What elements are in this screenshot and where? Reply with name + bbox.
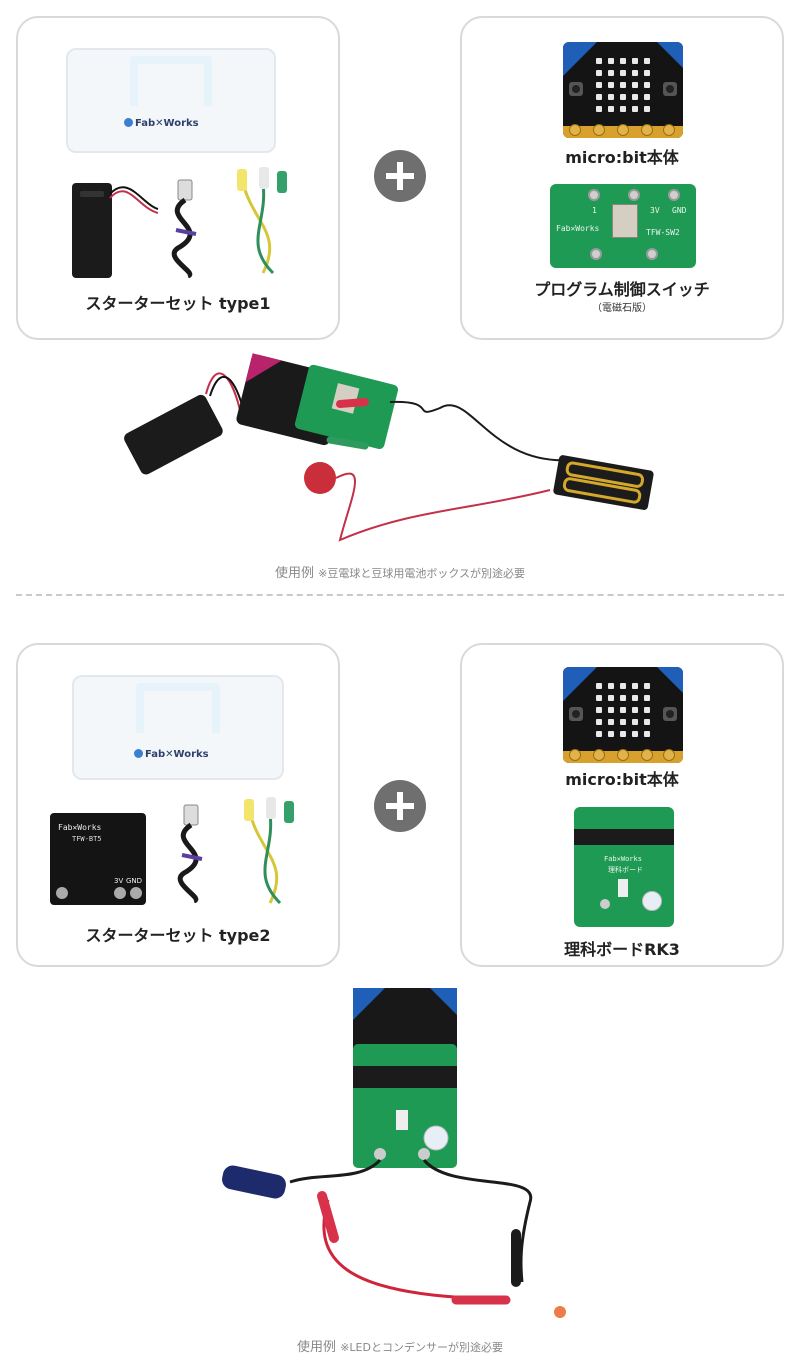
battery-box-image	[72, 183, 112, 278]
case-logo: Fab✕Works	[134, 749, 209, 760]
pin-1-label: 1	[592, 206, 597, 215]
led-matrix	[596, 683, 650, 737]
usage-example-2-image	[222, 988, 566, 1318]
pin-gnd-label: GND	[672, 206, 687, 215]
starter-set-type1-card: Fab✕Works スターターセット type1	[16, 16, 340, 340]
usb-cable-image	[177, 804, 203, 903]
starter-set-type2-card: Fab✕Works Fab✕Works TFW-BT5 3V GND スターター…	[16, 643, 340, 967]
caption-main: 使用例	[274, 566, 314, 581]
switch-label: プログラム制御スイッチ	[534, 280, 710, 299]
case-handle	[136, 683, 220, 733]
plus-icon	[374, 150, 426, 202]
starter-set-type2-label: スターターセット type2	[85, 926, 271, 945]
microbit-board-image	[563, 667, 683, 763]
section-divider	[16, 594, 784, 596]
switch-model: TFW-SW2	[646, 228, 680, 237]
switch-board-image: 1 3V GND Fab✕Works TFW-SW2	[550, 184, 696, 268]
switch-sublabel: （電磁石版）	[592, 303, 652, 314]
bt5-model: TFW-BT5	[72, 835, 102, 843]
plus-icon	[374, 780, 426, 832]
led-matrix	[596, 58, 650, 112]
storage-case-image: Fab✕Works	[72, 675, 284, 780]
rika-label: 理科ボードRK3	[564, 940, 680, 959]
bt5-3v: 3V	[114, 877, 124, 885]
caption-note: ※LEDとコンデンサーが別途必要	[340, 1341, 503, 1354]
usage-caption-1: 使用例 ※豆電球と豆球用電池ボックスが別途必要	[0, 562, 800, 581]
rika-title: 理科ボード	[608, 866, 643, 874]
case-logo: Fab✕Works	[124, 118, 199, 129]
microbit-switch-card: micro:bit本体 1 3V GND Fab✕Works TFW-SW2 プ…	[460, 16, 784, 340]
usage-example-1-image	[124, 353, 654, 542]
starter-set-type1-label: スターターセット type1	[85, 294, 271, 313]
rika-brand: Fab✕Works	[604, 855, 642, 863]
bt5-brand: Fab✕Works	[58, 823, 102, 832]
microbit-label: micro:bit本体	[565, 770, 679, 789]
usb-cable-image	[171, 179, 197, 278]
battery-lead-wires	[109, 186, 159, 214]
microbit-label: micro:bit本体	[565, 148, 679, 167]
caption-main: 使用例	[297, 1340, 337, 1355]
alligator-clips-image	[237, 167, 287, 275]
rika-board-image: Fab✕Works 理科ボード	[574, 807, 674, 927]
caption-note: ※豆電球と豆球用電池ボックスが別途必要	[318, 567, 526, 580]
switch-brand: Fab✕Works	[556, 224, 600, 233]
bt5-gnd: GND	[126, 877, 143, 885]
battery-board-image: Fab✕Works TFW-BT5 3V GND	[50, 813, 146, 905]
microbit-rika-card: micro:bit本体 Fab✕Works 理科ボード 理科ボードRK3	[460, 643, 784, 967]
pin-3v-label: 3V	[650, 206, 660, 215]
microbit-board-image	[563, 42, 683, 138]
alligator-clips-image	[244, 797, 294, 905]
case-handle	[129, 56, 213, 106]
storage-case-image: Fab✕Works	[66, 48, 276, 153]
usage-caption-2: 使用例 ※LEDとコンデンサーが別途必要	[0, 1336, 800, 1355]
